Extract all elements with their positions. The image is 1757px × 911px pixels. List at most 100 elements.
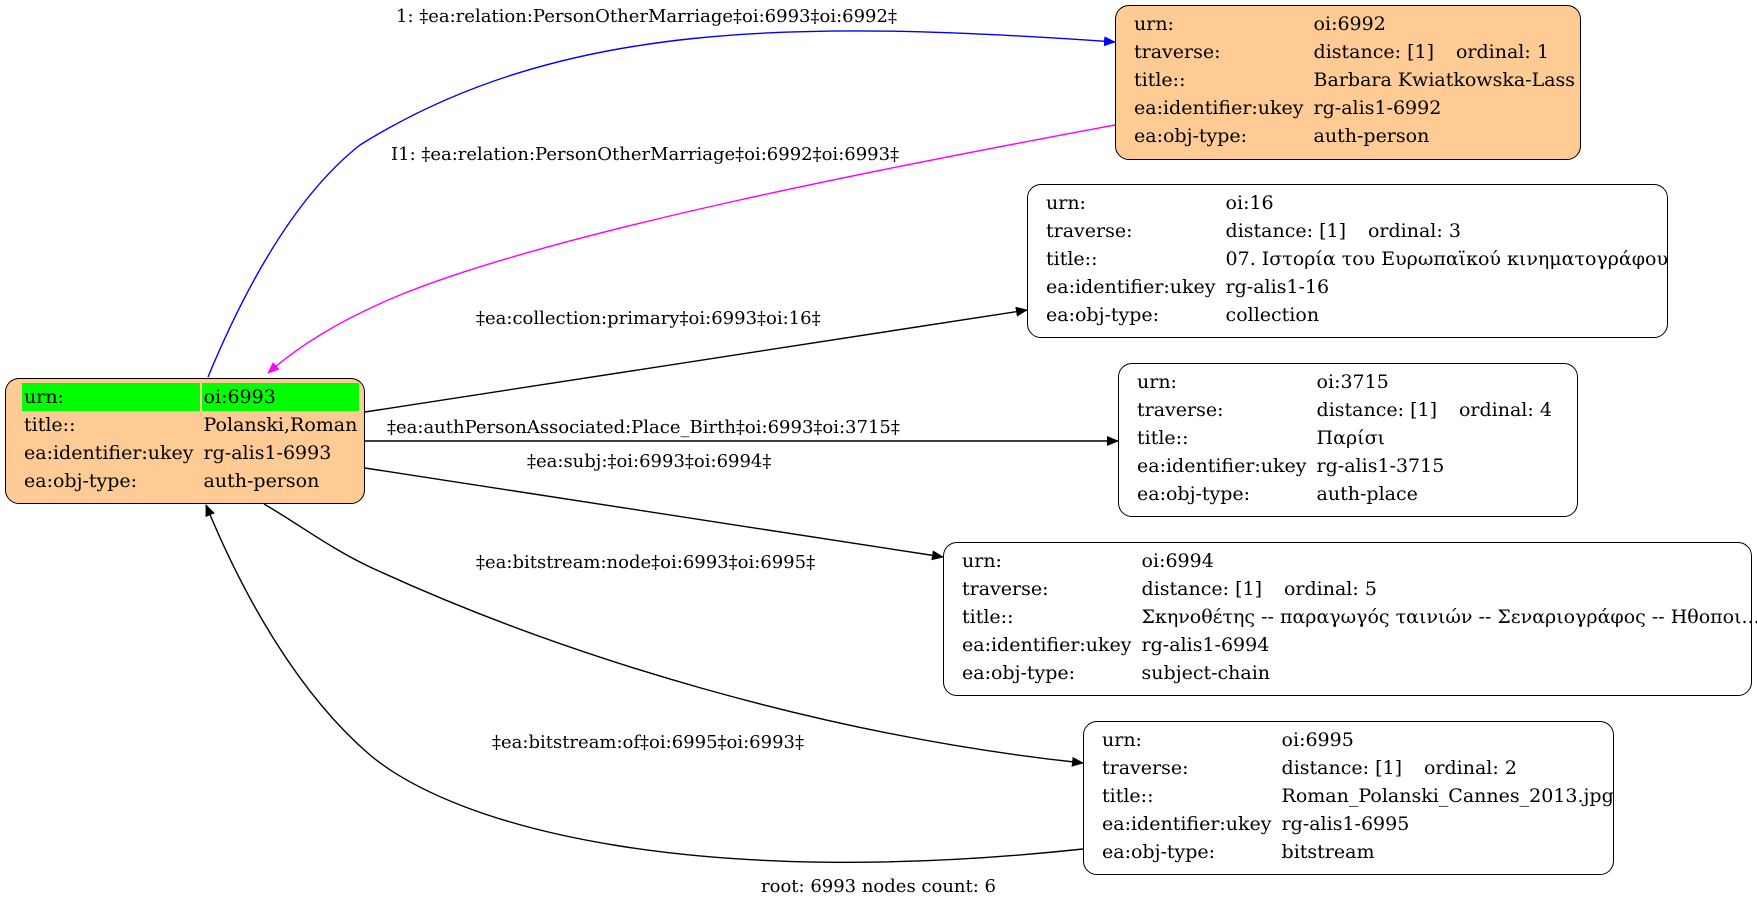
row-key: title::	[1137, 427, 1189, 449]
row-value: Polanski,Roman	[203, 414, 358, 436]
row-value: auth-place	[1316, 483, 1418, 505]
row-key: urn:	[22, 383, 200, 411]
row-key: urn:	[1102, 729, 1142, 751]
traverse-ordinal: ordinal: 1	[1455, 41, 1549, 63]
node-row-title: title::07. Ιστορία του Ευρωπαϊκού κινημα…	[1044, 245, 1670, 273]
node-row-ukey: ea:identifier:ukey rg-alis1-16	[1044, 273, 1670, 301]
row-key: urn:	[1137, 371, 1177, 393]
traverse-distance: distance: [1]	[1313, 41, 1434, 63]
traverse-distance: distance: [1]	[1281, 757, 1402, 779]
row-key: ea:identifier:ukey	[1046, 276, 1216, 298]
row-value: distance: [1] ordinal: 5	[1140, 575, 1757, 603]
node-root-6993[interactable]: urn: oi:6993 title:: Polanski,Roman ea:i…	[5, 378, 365, 504]
node-row-ukey: ea:identifier:ukey rg-alis1-6993	[22, 439, 359, 467]
row-value: distance: [1] ordinal: 2	[1280, 754, 1616, 782]
edge-marriage-out	[207, 30, 1116, 378]
row-value: Σκηνοθέτης -- παραγωγός ταινιών -- Σεναρ…	[1141, 606, 1757, 628]
node-table: urn:oi:6994 traverse: distance: [1] ordina…	[958, 547, 1757, 687]
node-6992[interactable]: urn: oi:6992 traverse: distance: [1] ordina…	[1115, 5, 1581, 160]
row-key: ea:obj-type:	[1134, 125, 1248, 147]
node-row-traverse: traverse: distance: [1] ordinal: 4	[1135, 396, 1554, 424]
node-row-title: title::Σκηνοθέτης -- παραγωγός ταινιών -…	[960, 603, 1757, 631]
row-key: urn:	[1046, 192, 1086, 214]
node-table: urn: oi:6992 traverse: distance: [1] ordina…	[1130, 10, 1579, 150]
node-row-obj-type: ea:obj-type: collection	[1044, 301, 1670, 329]
traverse-ordinal: ordinal: 2	[1423, 757, 1517, 779]
node-row-urn: urn: oi:16	[1044, 189, 1670, 217]
node-row-obj-type: ea:obj-type: auth-person	[22, 467, 359, 495]
traverse-distance: distance: [1]	[1316, 399, 1437, 421]
edge-label-marriage-out: 1: ‡ea:relation:PersonOtherMarriage‡oi:6…	[396, 6, 897, 27]
row-value: rg-alis1-6995	[1281, 813, 1410, 835]
node-row-title: title::Barbara Kwiatkowska-Lass	[1132, 66, 1577, 94]
row-value: rg-alis1-3715	[1316, 455, 1445, 477]
row-value: distance: [1] ordinal: 1	[1312, 38, 1577, 66]
node-16[interactable]: urn:oi:16 traverse:distance: [1]ordinal:…	[1027, 184, 1668, 338]
node-row-obj-type: ea:obj-type: subject-chain	[960, 659, 1757, 687]
node-row-title: title:: Polanski,Roman	[22, 411, 359, 439]
row-key: traverse:	[1137, 399, 1224, 421]
row-key: title::	[1102, 785, 1154, 807]
edge-label-bitstream-node: ‡ea:bitstream:node‡oi:6993‡oi:6995‡	[476, 552, 816, 573]
row-value: oi:6992	[1313, 13, 1386, 35]
traverse-distance: distance: [1]	[1225, 220, 1346, 242]
row-value: oi:6995	[1281, 729, 1354, 751]
row-value: 07. Ιστορία του Ευρωπαϊκού κινηματογράφο…	[1225, 248, 1669, 270]
row-key: ea:obj-type:	[1137, 483, 1251, 505]
row-value: bitstream	[1281, 841, 1375, 863]
traverse-distance: distance: [1]	[1141, 578, 1262, 600]
row-key: urn:	[962, 550, 1002, 572]
edge-subject	[364, 467, 944, 561]
node-row-obj-type: ea:obj-type: auth-person	[1132, 122, 1577, 150]
row-key: ea:obj-type:	[962, 662, 1076, 684]
row-value: rg-alis1-6993	[203, 442, 332, 464]
row-value: auth-person	[1313, 125, 1430, 147]
row-value: distance: [1] ordinal: 4	[1315, 396, 1554, 424]
row-value: oi:6993	[201, 383, 360, 411]
row-key: ea:identifier:ukey	[962, 634, 1132, 656]
row-value: rg-alis1-16	[1225, 276, 1330, 298]
row-key: traverse:	[1134, 41, 1221, 63]
edge-label-birth-place: ‡ea:authPersonAssociated:Place_Birth‡oi:…	[387, 417, 900, 438]
row-key: traverse:	[1102, 757, 1189, 779]
edge-collection	[364, 306, 1028, 413]
row-key: title::	[24, 414, 76, 436]
graph-footer: root: 6993 nodes count: 6	[761, 876, 996, 897]
row-value: rg-alis1-6992	[1313, 97, 1442, 119]
node-table: urn: oi:6993 title:: Polanski,Roman ea:i…	[20, 383, 361, 495]
edge-label-collection: ‡ea:collection:primary‡oi:6993‡oi:16‡	[476, 308, 821, 329]
row-key: traverse:	[962, 578, 1049, 600]
edge-label-marriage-in: I1: ‡ea:relation:PersonOtherMarriage‡oi:…	[391, 144, 900, 165]
node-row-obj-type: ea:obj-type: bitstream	[1100, 838, 1616, 866]
node-3715[interactable]: urn: oi:3715 traverse: distance: [1] ordina…	[1118, 363, 1578, 517]
row-key: ea:obj-type:	[24, 470, 138, 492]
row-value: collection	[1225, 304, 1320, 326]
node-6995[interactable]: urn: oi:6995 traverse: distance: [1] ordina…	[1083, 721, 1614, 875]
row-key: traverse:	[1046, 220, 1133, 242]
node-6994[interactable]: urn:oi:6994 traverse: distance: [1] ordina…	[943, 542, 1757, 696]
node-row-title: title::Roman_Polanski_Cannes_2013.jpg	[1100, 782, 1616, 810]
row-key: ea:obj-type:	[1102, 841, 1216, 863]
node-row-title: title::Παρίσι	[1135, 424, 1554, 452]
traverse-ordinal: ordinal: 4	[1458, 399, 1552, 421]
row-key: ea:obj-type:	[1046, 304, 1160, 326]
row-value: oi:16	[1225, 192, 1274, 214]
traverse-ordinal: ordinal: 5	[1283, 578, 1377, 600]
row-key: ea:identifier:ukey	[24, 442, 194, 464]
node-row-obj-type: ea:obj-type: auth-place	[1135, 480, 1554, 508]
row-key: urn:	[1134, 13, 1174, 35]
edge-bitstream-node	[263, 503, 1084, 767]
row-value: rg-alis1-6994	[1141, 634, 1270, 656]
row-value: oi:3715	[1316, 371, 1389, 393]
node-row-urn: urn:oi:6994	[960, 547, 1757, 575]
node-row-urn: urn: oi:6993	[22, 383, 360, 411]
row-value: Παρίσι	[1316, 427, 1385, 449]
row-value: subject-chain	[1141, 662, 1271, 684]
row-value: auth-person	[203, 470, 320, 492]
row-key: title::	[1046, 248, 1098, 270]
node-row-ukey: ea:identifier:ukey rg-alis1-6994	[960, 631, 1757, 659]
